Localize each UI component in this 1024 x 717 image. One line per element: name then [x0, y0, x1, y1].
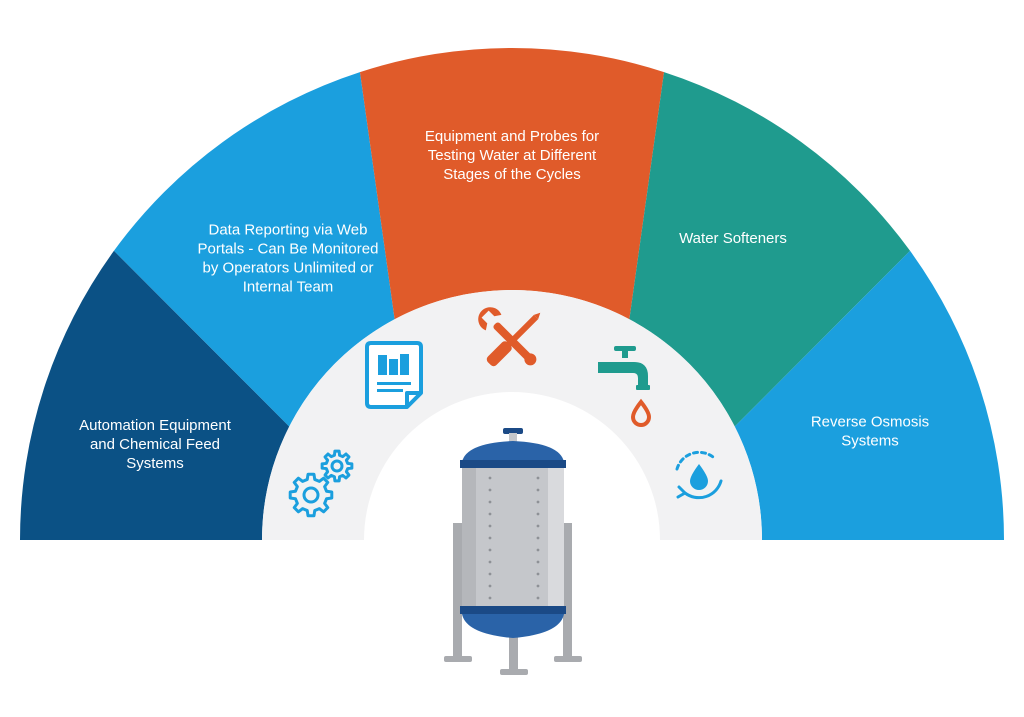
label-line: Stages of the Cycles [443, 166, 581, 183]
label-line: Water Softeners [679, 230, 787, 247]
segments-layer [20, 48, 1004, 540]
label-line: Data Reporting via Web [209, 222, 368, 239]
label-line: Systems [841, 433, 899, 450]
label-line: Reverse Osmosis [811, 414, 929, 431]
segment-data-reporting [113, 72, 395, 427]
faucet-icon [598, 346, 652, 427]
label-line: and Chemical Feed [90, 436, 220, 453]
label-line: by Operators Unlimited or [203, 260, 374, 277]
report-document-icon [365, 341, 423, 409]
tools-icon [478, 307, 541, 367]
label-line: Automation Equipment [79, 417, 232, 434]
label-line: Testing Water at Different [428, 147, 597, 164]
label-water-softeners: Water Softeners [679, 230, 787, 247]
label-line: Systems [126, 455, 184, 472]
gears-icon [288, 449, 354, 518]
water-tank-icon [444, 428, 582, 675]
water-cycle-icon [675, 450, 723, 500]
label-line: Internal Team [243, 279, 334, 296]
label-line: Portals - Can Be Monitored [198, 241, 379, 258]
label-line: Equipment and Probes for [425, 128, 599, 145]
segment-equipment-probes [359, 48, 665, 320]
segment-automation [20, 250, 290, 540]
segment-water-softeners [629, 72, 911, 427]
segment-reverse-osmosis [734, 250, 1004, 540]
